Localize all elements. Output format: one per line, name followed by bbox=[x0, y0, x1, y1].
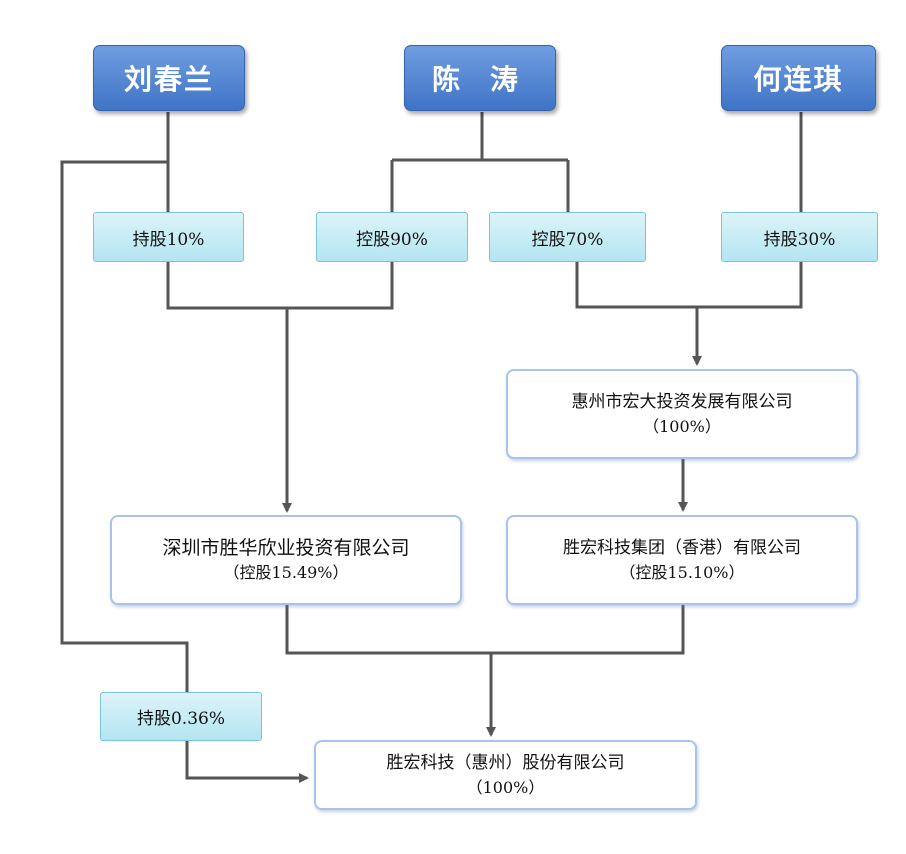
connector-to-hongda bbox=[575, 262, 803, 364]
company-name: 深圳市胜华欣业投资有限公司 bbox=[162, 537, 410, 559]
stake-liu-10: 持股10% bbox=[93, 212, 244, 262]
connector-liu-bypass bbox=[60, 160, 309, 783]
company-name: 胜宏科技集团（香港）有限公司 bbox=[563, 538, 801, 558]
connector-to-shenzhen bbox=[166, 262, 394, 511]
connector-merge bbox=[285, 605, 685, 735]
company-huizhou-hongda: 惠州市宏大投资发展有限公司 （100%） bbox=[506, 369, 858, 459]
company-shenghong-huizhou: 胜宏科技（惠州）股份有限公司 （100%） bbox=[314, 740, 697, 810]
company-share: （控股15.49%） bbox=[223, 563, 349, 582]
company-shenzhen-shenghua: 深圳市胜华欣业投资有限公司 （控股15.49%） bbox=[110, 515, 462, 605]
company-share: （控股15.10%） bbox=[619, 563, 745, 582]
stake-chen-70: 控股70% bbox=[489, 212, 646, 262]
stake-he-30: 持股30% bbox=[721, 212, 878, 262]
company-name: 惠州市宏大投资发展有限公司 bbox=[571, 392, 793, 412]
shareholder-he-lianqi: 何连琪 bbox=[721, 45, 876, 111]
company-name: 胜宏科技（惠州）股份有限公司 bbox=[386, 753, 625, 773]
stake-liu-036: 持股0.36% bbox=[100, 692, 262, 741]
company-shenghong-hk: 胜宏科技集团（香港）有限公司 （控股15.10%） bbox=[506, 515, 858, 605]
stake-chen-90: 控股90% bbox=[316, 212, 468, 262]
connector-chen-split bbox=[390, 112, 570, 212]
company-share: （100%） bbox=[643, 417, 721, 436]
shareholder-liu-chunlan: 刘春兰 bbox=[93, 45, 245, 111]
shareholder-chen-tao: 陈 涛 bbox=[404, 45, 556, 111]
company-share: （100%） bbox=[466, 778, 545, 797]
